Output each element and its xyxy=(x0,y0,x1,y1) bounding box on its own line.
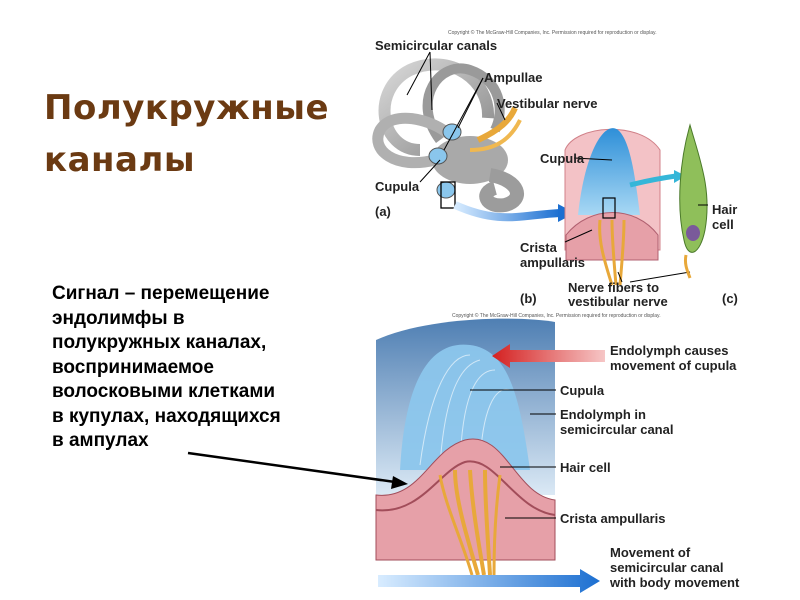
label-crista-line-2: ampullaris xyxy=(520,256,585,269)
label-cupula-b: Cupula xyxy=(540,152,584,165)
label-movement-line-1: Movement of xyxy=(610,546,690,559)
hair-cell-drawing xyxy=(680,125,708,278)
label-crista-ampullaris: Crista ampullaris xyxy=(560,512,666,525)
label-endolymph-in-line-1: Endolymph in xyxy=(560,408,646,421)
label-hair-cell: Hair cell xyxy=(560,461,611,474)
pointer-arrow-line xyxy=(188,453,395,482)
label-vestibular-nerve: Vestibular nerve xyxy=(497,97,597,110)
label-ampullae: Ampullae xyxy=(484,71,543,84)
label-cupula-a: Cupula xyxy=(375,180,419,193)
panel-label-c: (c) xyxy=(722,291,738,306)
label-nerve-fibers-line-1: Nerve fibers to xyxy=(568,281,659,294)
label-hair-cell-line-1: Hair xyxy=(712,203,737,216)
label-hair-cell-line-2: cell xyxy=(712,218,734,231)
label-semicircular-canals: Semicircular canals xyxy=(375,39,497,52)
label-crista-line-1: Crista xyxy=(520,241,557,254)
copyright-top: Copyright © The McGraw-Hill Companies, I… xyxy=(448,30,657,36)
panel-label-b: (b) xyxy=(520,291,537,306)
label-endolymph-causes-line-2: movement of cupula xyxy=(610,359,736,372)
label-cupula: Cupula xyxy=(560,384,604,397)
label-movement-line-3: with body movement xyxy=(610,576,739,589)
copyright-bottom: Copyright © The McGraw-Hill Companies, I… xyxy=(452,313,661,319)
label-movement-line-2: semicircular canal xyxy=(610,561,723,574)
label-endolymph-causes-line-1: Endolymph causes xyxy=(610,344,728,357)
label-endolymph-in-line-2: semicircular canal xyxy=(560,423,673,436)
panel-label-a: (a) xyxy=(375,204,391,219)
label-nerve-fibers-line-2: vestibular nerve xyxy=(568,295,668,308)
